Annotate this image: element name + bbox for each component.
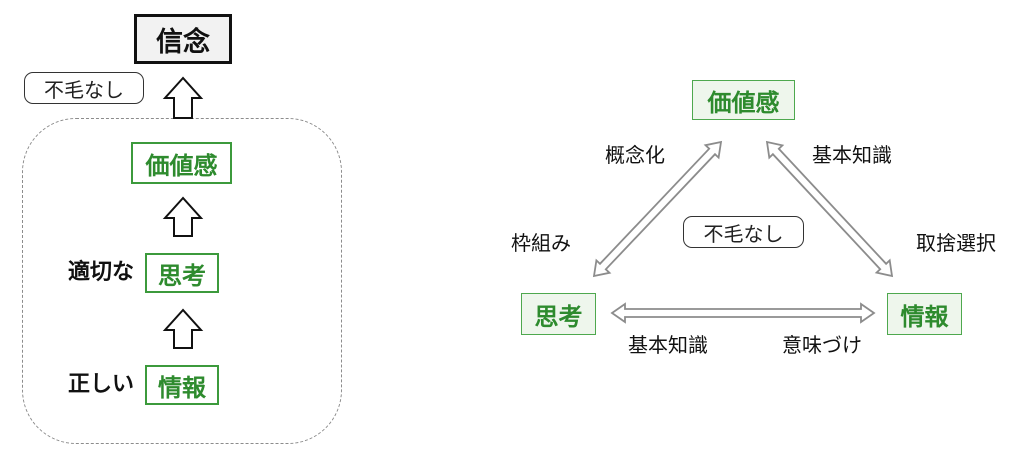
right-info-box: 情報	[887, 293, 962, 335]
edge-label-bottom-right: 意味づけ	[782, 333, 862, 357]
up-arrow-to-thinking	[162, 308, 204, 349]
edge-label-right-upper: 基本知識	[812, 143, 892, 167]
info-prefix: 正しい	[68, 372, 135, 397]
left-up-arrows	[162, 76, 204, 349]
edge-label-left-upper: 概念化	[605, 143, 665, 167]
center-futility-pill: 不毛なし	[683, 216, 804, 248]
left-value-box: 価値感	[131, 142, 232, 184]
right-double-arrows	[592, 140, 894, 324]
edge-label-bottom-left: 基本知識	[628, 333, 708, 357]
double-arrow-value-info	[765, 140, 894, 278]
right-value-box: 価値感	[692, 80, 795, 120]
thinking-prefix: 適切な	[68, 260, 135, 285]
double-arrow-value-thinking	[592, 140, 723, 278]
edge-label-right-lower: 取捨選択	[916, 231, 996, 255]
edge-label-left-lower: 枠組み	[511, 231, 571, 255]
up-arrow-to-belief	[162, 76, 204, 119]
left-thinking-box: 思考	[145, 253, 219, 293]
double-arrow-thinking-info	[610, 302, 876, 324]
left-futility-pill: 不毛なし	[24, 72, 144, 104]
right-thinking-box: 思考	[521, 293, 596, 335]
up-arrow-to-value	[162, 196, 204, 237]
left-info-box: 情報	[145, 365, 219, 405]
belief-box: 信念	[134, 14, 232, 64]
